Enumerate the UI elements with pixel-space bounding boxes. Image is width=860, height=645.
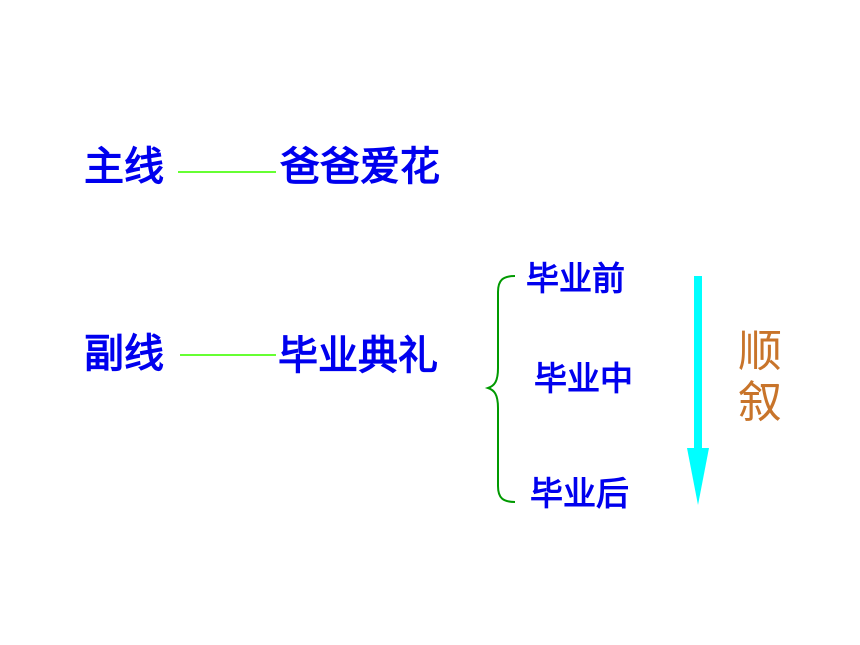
order-char-1: 顺 [738,326,782,377]
stage-before: 毕业前 [526,259,625,298]
sub-line-content: 毕业典礼 [278,333,438,379]
sub-line-label: 副线 [84,331,164,377]
stage-after: 毕业后 [530,474,629,513]
main-line-label: 主线 [84,144,164,190]
main-line-content: 爸爸爱花 [280,144,440,190]
order-char-2: 叙 [738,377,782,428]
curly-brace-icon [484,275,516,503]
down-arrow-icon [687,276,709,505]
stage-during: 毕业中 [534,359,633,398]
